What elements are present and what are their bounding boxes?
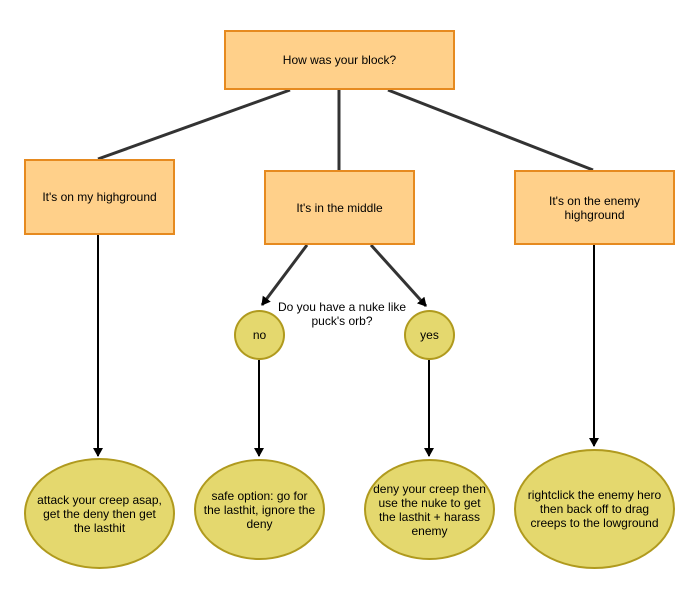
edge-middle-to-no [260, 244, 309, 306]
yes-node: yes [404, 310, 455, 360]
enemy-outcome-node: rightclick the enemy hero then back off … [514, 449, 675, 569]
root-node-label: How was your block? [282, 53, 397, 67]
no-outcome-node: safe option: go for the lasthit, ignore … [194, 459, 325, 560]
nuke-question-label: Do you have a nuke like puck's orb? [277, 300, 407, 328]
no-outcome-label: safe option: go for the lasthit, ignore … [203, 488, 316, 531]
yes-outcome-node: deny your creep then use the nuke to get… [364, 459, 495, 560]
highground-node: It's on my highground [24, 159, 175, 235]
edge-root-to-enemy [387, 88, 594, 172]
middle-node-label: It's in the middle [296, 200, 383, 215]
enemy-highground-node: It's on the enemy highground [514, 170, 675, 245]
no-node: no [234, 310, 285, 360]
root-node: How was your block? [224, 30, 455, 90]
yes-node-label: yes [420, 328, 439, 342]
edge-middle-to-yes [369, 243, 428, 308]
highground-outcome-label: attack your creep asap, get the deny the… [37, 492, 162, 535]
enemy-highground-node-label: It's on the enemy highground [548, 193, 640, 222]
yes-outcome-label: deny your creep then use the nuke to get… [373, 481, 486, 538]
highground-node-label: It's on my highground [42, 190, 157, 204]
highground-outcome-node: attack your creep asap, get the deny the… [24, 458, 175, 569]
no-node-label: no [252, 328, 267, 342]
enemy-outcome-label: rightclick the enemy hero then back off … [527, 488, 662, 530]
edge-root-to-highground [97, 88, 291, 161]
middle-node: It's in the middle [264, 170, 415, 245]
